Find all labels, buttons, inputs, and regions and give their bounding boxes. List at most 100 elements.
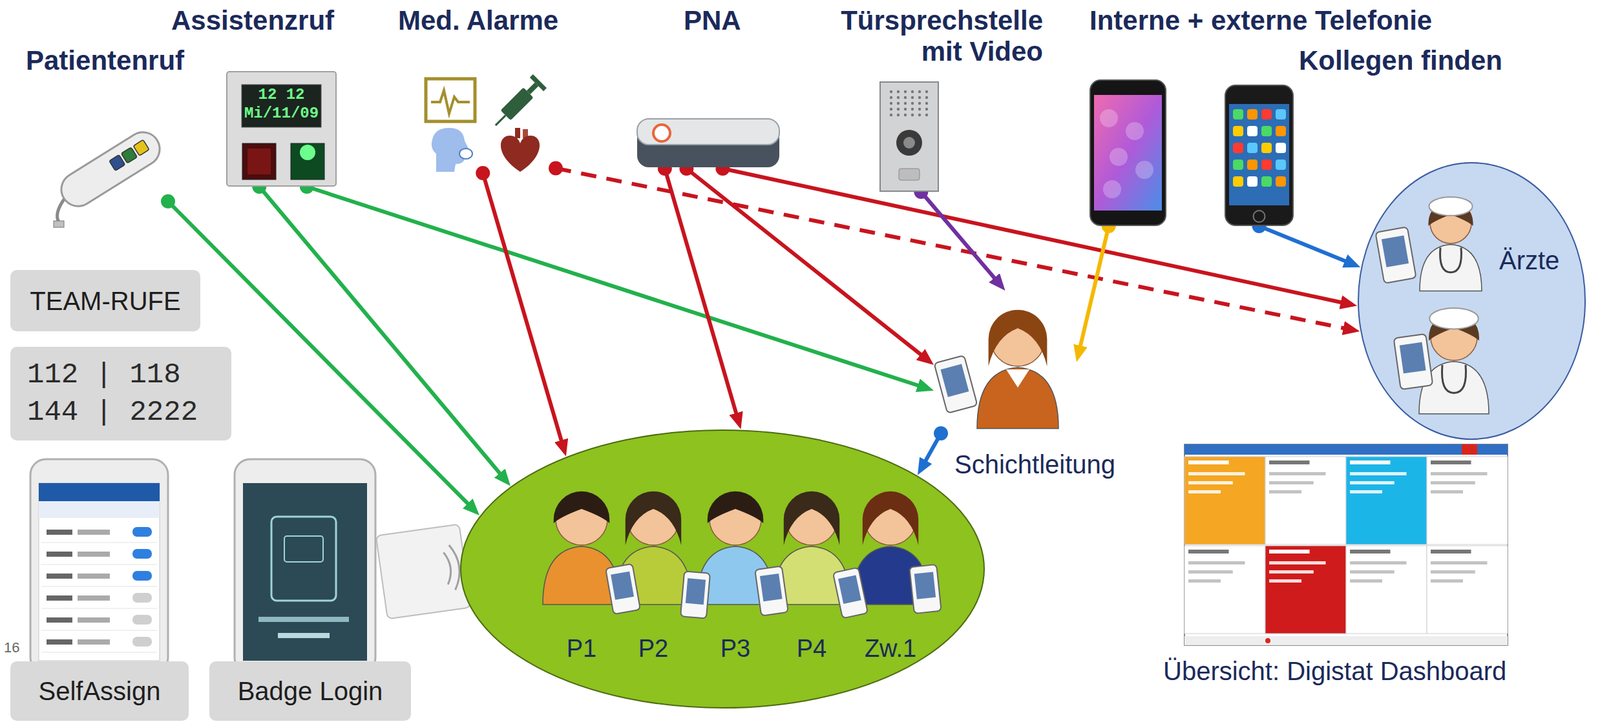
device-screen bbox=[1399, 342, 1427, 374]
device-case bbox=[754, 566, 789, 616]
call-button bbox=[121, 147, 138, 164]
nurse-hair bbox=[862, 491, 919, 546]
device-heading: Interne + externe Telefonie bbox=[1089, 5, 1432, 37]
screen-pattern bbox=[1103, 180, 1122, 199]
speaker-hole bbox=[911, 102, 914, 105]
pager-button bbox=[653, 124, 671, 142]
handheld-device bbox=[832, 568, 868, 620]
text-holder: Türsprechstelle mit Video bbox=[840, 5, 1043, 68]
dashboard-topbar bbox=[1184, 444, 1508, 455]
tile-heading bbox=[1269, 460, 1310, 465]
door-intercom: Türsprechstelle mit Video bbox=[879, 81, 939, 192]
device-case bbox=[832, 568, 868, 620]
phone-case bbox=[234, 459, 376, 674]
dashboard-indicator bbox=[1265, 638, 1271, 644]
remote bbox=[54, 126, 167, 213]
row-separator bbox=[41, 586, 158, 588]
screen-pattern bbox=[1125, 122, 1144, 141]
connector-arrow bbox=[664, 168, 739, 422]
call-button bbox=[109, 155, 126, 172]
app-icon bbox=[1261, 142, 1272, 154]
phone-screen bbox=[38, 483, 160, 662]
nursing-team: P1P2P3P4Zw.1 bbox=[459, 429, 986, 710]
app-icon bbox=[1247, 109, 1258, 120]
screen-pattern bbox=[1109, 147, 1128, 167]
panel bbox=[226, 71, 337, 187]
speaker-hole bbox=[918, 107, 921, 111]
speaker-hole bbox=[904, 107, 907, 111]
speaker-hole bbox=[896, 107, 900, 111]
camera bbox=[896, 129, 923, 156]
box-label: TEAM-RUFE bbox=[29, 285, 181, 317]
device-case bbox=[605, 564, 641, 615]
row-separator bbox=[41, 564, 158, 566]
tile-line bbox=[1269, 570, 1314, 574]
camera-lens bbox=[903, 136, 916, 149]
door-intercom-art bbox=[879, 81, 939, 192]
screen-line bbox=[277, 633, 330, 639]
smartphone-art bbox=[1224, 84, 1294, 227]
led-display bbox=[241, 84, 322, 128]
syringe bbox=[488, 74, 547, 133]
tile-line bbox=[1349, 481, 1395, 485]
connector-arrow bbox=[482, 173, 564, 450]
app-header bbox=[38, 483, 160, 502]
device-screen bbox=[685, 578, 706, 605]
dashboard-tile bbox=[1184, 456, 1266, 545]
text-holder: P2 bbox=[638, 634, 669, 665]
tile-line bbox=[1188, 490, 1221, 494]
patient-call-device-art bbox=[45, 117, 169, 230]
speaker-hole bbox=[896, 90, 900, 94]
doctors-ellipse bbox=[1358, 162, 1586, 440]
list-text bbox=[77, 639, 110, 645]
row-separator bbox=[41, 542, 158, 544]
list-text bbox=[46, 551, 73, 558]
shift-lead-body bbox=[977, 367, 1059, 430]
speaker-hole bbox=[889, 107, 893, 111]
speaker-hole bbox=[925, 102, 928, 105]
device-case bbox=[933, 355, 978, 414]
nfc-waves bbox=[442, 544, 463, 592]
speaker-hole bbox=[925, 96, 928, 99]
syringe-handle bbox=[529, 74, 547, 92]
doctors-group-art bbox=[1357, 161, 1587, 441]
dashboard-screenshot-art bbox=[1183, 443, 1509, 647]
tile-line bbox=[1188, 579, 1221, 583]
nurse-hair bbox=[707, 491, 764, 524]
team-ellipse bbox=[460, 430, 985, 709]
doctors-group: Ärzte bbox=[1357, 161, 1587, 441]
collar bbox=[1006, 369, 1030, 388]
list-text bbox=[77, 617, 110, 623]
syringe-needle bbox=[495, 115, 506, 127]
handheld-device bbox=[1375, 226, 1416, 284]
row-separator bbox=[41, 652, 158, 654]
toggle bbox=[132, 527, 152, 537]
feature-box: SelfAssign bbox=[10, 661, 189, 722]
text-holder: Schichtleitung bbox=[954, 449, 1116, 481]
app-icon bbox=[1247, 176, 1258, 187]
green-light bbox=[299, 144, 316, 161]
speaker-hole bbox=[925, 113, 928, 117]
tile-line bbox=[1349, 490, 1383, 494]
device-heading: Türsprechstelle mit Video bbox=[840, 5, 1043, 68]
tile-line bbox=[1269, 579, 1302, 583]
tile-heading bbox=[1430, 460, 1472, 465]
tile-heading bbox=[1430, 549, 1472, 554]
device-screen bbox=[914, 571, 936, 600]
tile-line bbox=[1188, 472, 1246, 476]
display-date: Mi/11/09 bbox=[241, 104, 322, 123]
phone-screen bbox=[1094, 94, 1162, 211]
text-holder: Med. Alarme bbox=[398, 5, 559, 37]
dashboard-tile bbox=[1265, 456, 1347, 545]
pna-device-art bbox=[635, 117, 781, 169]
app-icon bbox=[1275, 109, 1286, 120]
tile-line bbox=[1430, 481, 1476, 485]
id-card bbox=[376, 524, 472, 620]
shift-lead-person-art bbox=[933, 290, 1077, 434]
list-text bbox=[46, 573, 73, 579]
tile-line bbox=[1349, 561, 1407, 565]
nurse-hair bbox=[553, 491, 610, 524]
connector-arrow bbox=[259, 186, 506, 481]
speaker-hole bbox=[925, 107, 928, 111]
